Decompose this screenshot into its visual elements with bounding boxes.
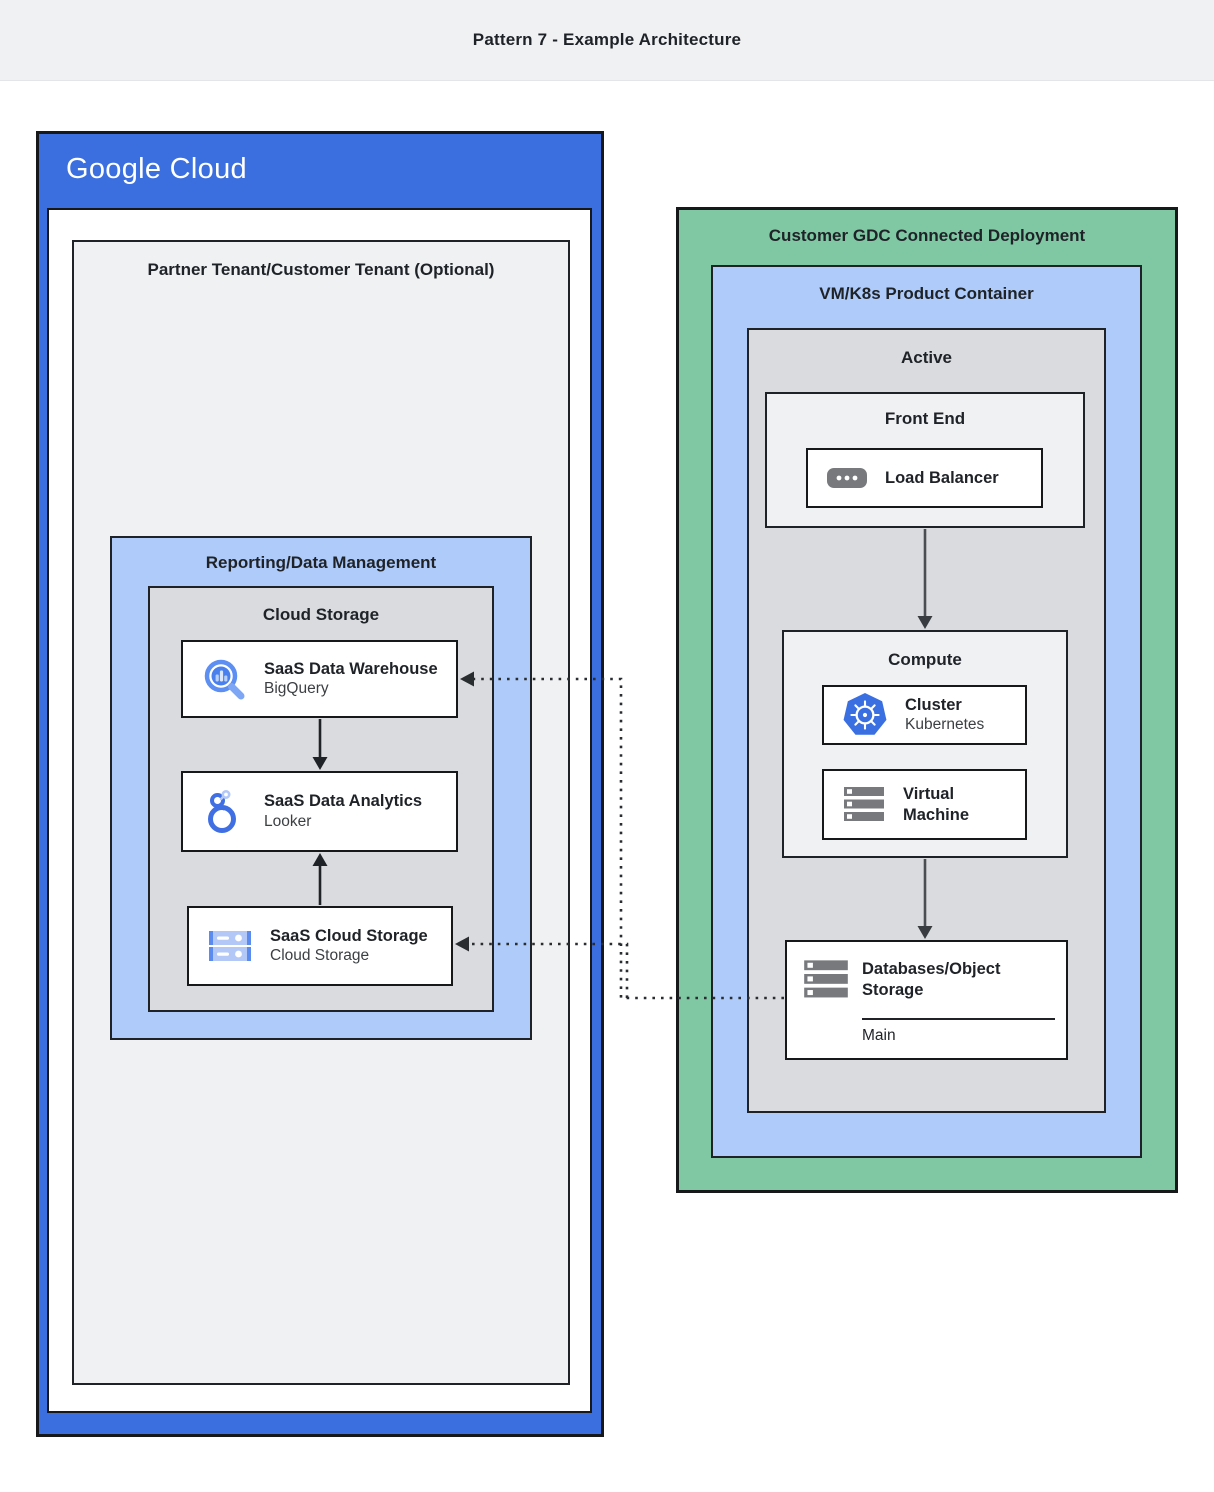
cluster-card: Cluster Kubernetes	[822, 685, 1027, 745]
card-title: Databases/Object Storage	[862, 960, 1001, 999]
compute-label: Compute	[888, 650, 962, 669]
reporting-label: Reporting/Data Management	[205, 553, 437, 572]
saas-data-analytics-card: SaaS Data Analytics Looker	[181, 771, 458, 852]
card-subtitle: BigQuery	[264, 680, 329, 698]
virtual-machine-icon	[842, 785, 886, 825]
cloud-storage-group-label: Cloud Storage	[262, 605, 380, 624]
card-divider	[862, 1018, 1055, 1020]
diagram-title: Pattern 7 - Example Architecture	[472, 30, 742, 49]
virtual-machine-card: Virtual Machine	[822, 769, 1027, 840]
card-title: SaaS Data Analytics	[264, 792, 423, 811]
card-footer: Main	[862, 1027, 896, 1044]
card-title: SaaS Data Warehouse	[264, 659, 438, 678]
front-end-label: Front End	[884, 409, 966, 428]
gdc-deployment-label: Customer GDC Connected Deployment	[768, 226, 1086, 245]
google-cloud-logo: Google Cloud	[66, 153, 247, 185]
cloud-storage-icon	[207, 923, 253, 969]
card-subtitle: Looker	[264, 812, 312, 830]
load-balancer-icon	[826, 467, 868, 489]
card-title: Virtual Machine	[903, 784, 970, 824]
saas-cloud-storage-card: SaaS Cloud Storage Cloud Storage	[187, 906, 453, 986]
vm-k8s-container-label: VM/K8s Product Container	[819, 284, 1034, 303]
looker-icon	[201, 789, 247, 835]
title-bar: Pattern 7 - Example Architecture	[0, 0, 1214, 81]
kubernetes-icon	[842, 692, 888, 738]
card-subtitle: Kubernetes	[905, 716, 985, 734]
load-balancer-card: Load Balancer	[806, 448, 1043, 508]
card-title: SaaS Cloud Storage	[270, 926, 428, 945]
card-title: Load Balancer	[885, 468, 999, 487]
card-subtitle: Cloud Storage	[270, 947, 370, 965]
storage-server-icon	[802, 958, 850, 1002]
databases-object-storage-card: Databases/Object Storage Main	[785, 940, 1068, 1060]
bigquery-icon	[201, 656, 247, 702]
active-label: Active	[900, 348, 953, 367]
partner-tenant-label: Partner Tenant/Customer Tenant (Optional…	[147, 260, 495, 279]
card-title: Cluster	[905, 695, 962, 714]
saas-data-warehouse-card: SaaS Data Warehouse BigQuery	[181, 640, 458, 718]
